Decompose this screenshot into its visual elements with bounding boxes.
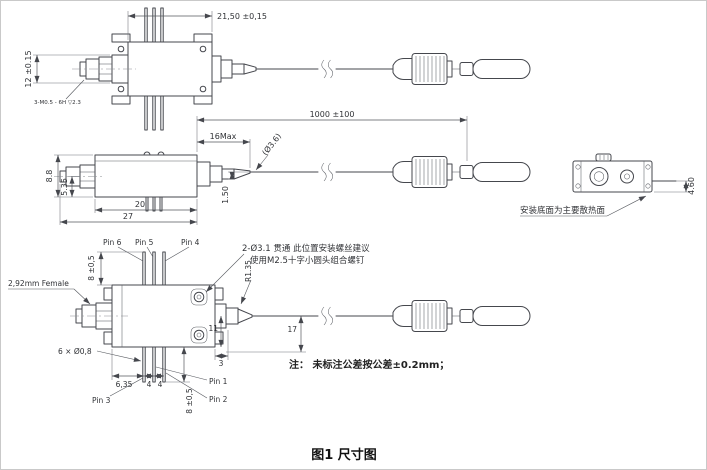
dim-overall-label: 27 — [123, 212, 133, 221]
dim-fiber-dia-label: (Ø3.6) — [260, 131, 283, 157]
fc-connector — [392, 156, 531, 188]
dim-pin-len-top-label: 8 ±0,5 — [87, 255, 96, 281]
pin1-label: Pin 1 — [209, 377, 228, 386]
top-view: 21,50 ±0,15 12 ±0.15 3-M0.5 - 6H ▽2.3 — [24, 7, 531, 131]
bottom-view-labels: Pin 6 Pin 5 Pin 4 Pin 3 Pin 1 Pin 2 2,92… — [8, 238, 370, 405]
pin4-label: Pin 4 — [181, 238, 200, 247]
fiber-break-symbol — [321, 59, 334, 79]
dim-height-axis-label: 5.35 — [60, 178, 69, 196]
bottom-view: Pin 6 Pin 5 Pin 4 Pin 3 Pin 1 Pin 2 2,92… — [8, 238, 531, 414]
top-view-rf-connector — [72, 54, 136, 84]
bottom-view-pins — [142, 251, 166, 383]
dim-pin-offset-label: 6,35 — [116, 380, 133, 389]
dim-pin-len-bottom-label: 8 ±0,5 — [185, 388, 194, 414]
screw-note-line1: 2-Ø3.1 贯通 此位置安装螺丝建议 — [242, 243, 370, 254]
top-view-dimensions: 21,50 ±0,15 12 ±0.15 3-M0.5 - 6H ▽2.3 — [24, 11, 267, 106]
end-view-dimensions: 4.60 安装底面为主要散热面 — [520, 177, 696, 217]
dim-ferrule-label: 16Max — [210, 132, 237, 141]
bottom-view-dimensions: 8 ±0,5 11 17 3 6,35 4 4 8 ±0,5 — [87, 251, 306, 414]
pin6-label: Pin 6 — [103, 238, 122, 247]
top-view-leads — [144, 7, 164, 131]
dim-top-height-label: 12 ±0.15 — [24, 50, 33, 87]
side-view: 1000 ±100 16Max (Ø3.6) 8.8 5.35 20 27 1.… — [45, 110, 531, 225]
tolerance-note: 注： 未标注公差按公差±0.2mm； — [289, 358, 449, 371]
radius-label: R1.35 — [244, 260, 253, 282]
fc-connector — [392, 300, 531, 332]
dim-11-label: 11 — [208, 324, 218, 333]
thread-note-label: 3-M0.5 - 6H ▽2.3 — [34, 100, 81, 106]
side-view-package — [94, 151, 198, 212]
dim-3-label: 3 — [219, 359, 224, 368]
dim-offset-label: 1.50 — [221, 186, 230, 204]
screw-note-line2: 使用M2.5十字小圆头组合螺钉 — [250, 255, 365, 266]
bottom-view-rf-connector — [70, 302, 128, 330]
side-view-dimensions: 1000 ±100 16Max (Ø3.6) 8.8 5.35 20 27 1.… — [45, 110, 468, 225]
dim-height-total-label: 8.8 — [45, 170, 54, 183]
pin-dia-label: 6 × Ø0,8 — [58, 347, 92, 356]
dim-pitch-a-label: 4 — [147, 380, 152, 389]
dim-end-height-label: 4.60 — [687, 177, 696, 195]
fiber-break-symbol — [321, 162, 334, 182]
pin2-label: Pin 2 — [209, 395, 228, 404]
end-view: 4.60 安装底面为主要散热面 — [520, 153, 696, 217]
dim-17-label: 17 — [287, 325, 297, 334]
end-view-body — [572, 153, 677, 193]
fiber-break-symbol — [321, 306, 334, 326]
connector-type-label: 2,92mm Female — [8, 279, 69, 288]
dim-pitch-b-label: 4 — [158, 380, 163, 389]
dim-body-label: 20 — [135, 200, 145, 209]
pin5-label: Pin 5 — [135, 238, 154, 247]
dim-top-width-label: 21,50 ±0,15 — [217, 12, 267, 21]
fc-connector — [392, 53, 531, 85]
figure-title: 图1 尺寸图 — [311, 447, 377, 463]
bottom-view-fiber-assembly — [214, 300, 531, 332]
dim-fiber-length-label: 1000 ±100 — [310, 110, 355, 119]
top-view-fiber-assembly — [211, 53, 531, 85]
heatsink-note-label: 安装底面为主要散热面 — [520, 205, 606, 216]
pin3-label: Pin 3 — [92, 396, 111, 405]
